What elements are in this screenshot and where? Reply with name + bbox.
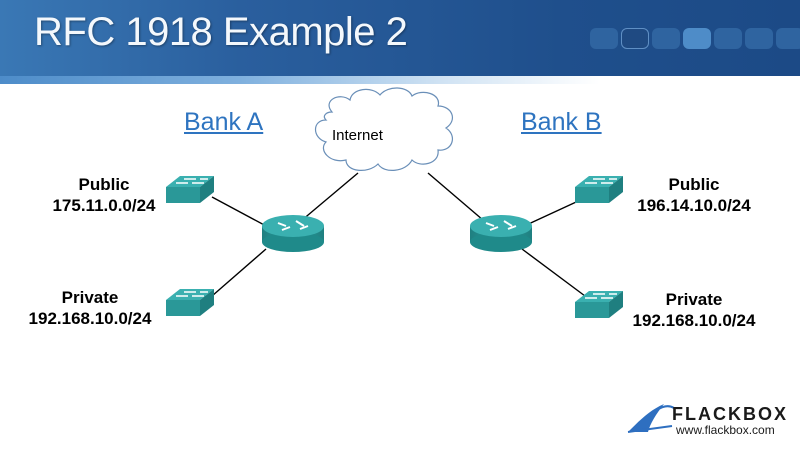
link-router-a-public-switch xyxy=(211,196,269,228)
bank-b-public-subnet: 196.14.10.0/24 xyxy=(637,196,751,215)
switch-b-private-icon xyxy=(575,291,623,318)
nav-tile xyxy=(714,28,742,49)
bank-b-label: Bank B xyxy=(521,108,602,136)
slide-nav-decoration xyxy=(590,28,800,49)
slide-title: RFC 1918 Example 2 xyxy=(34,10,408,54)
header-accent-strip xyxy=(0,76,800,84)
nav-tile xyxy=(776,28,800,49)
bank-b-private-heading: Private xyxy=(665,290,723,309)
bank-b-public-heading: Public xyxy=(668,175,720,194)
nav-tile xyxy=(683,28,711,49)
internet-cloud-icon xyxy=(314,87,454,171)
link-router-a-private-switch xyxy=(211,248,267,297)
bank-b-private-label: Private 192.168.10.0/24 xyxy=(624,289,764,331)
nav-tile xyxy=(745,28,773,49)
link-cloud-router-b xyxy=(427,172,491,227)
bank-a-public-heading: Public xyxy=(78,175,130,194)
bank-a-private-subnet: 192.168.10.0/24 xyxy=(28,309,152,328)
bank-a-public-label: Public 175.11.0.0/24 xyxy=(34,174,174,216)
logo-url: www.flackbox.com xyxy=(676,423,775,437)
flackbox-logo-icon xyxy=(627,404,675,433)
switch-b-public-icon xyxy=(575,176,623,203)
logo-name: FLACKBOX xyxy=(672,404,788,424)
bank-a-public-subnet: 175.11.0.0/24 xyxy=(52,196,156,215)
bank-b-public-label: Public 196.14.10.0/24 xyxy=(624,174,764,216)
bank-a-label: Bank A xyxy=(184,108,264,136)
router-b-icon xyxy=(470,215,532,252)
router-a-icon xyxy=(262,215,324,252)
nav-tile xyxy=(652,28,680,49)
internet-label: Internet xyxy=(332,127,383,144)
link-router-b-private-switch xyxy=(521,248,586,297)
switch-a-private-icon xyxy=(166,289,214,316)
bank-a-private-label: Private 192.168.10.0/24 xyxy=(20,287,160,329)
bank-b-private-subnet: 192.168.10.0/24 xyxy=(632,311,756,330)
nav-tile xyxy=(590,28,618,49)
bank-a-private-heading: Private xyxy=(61,288,119,307)
nav-tile xyxy=(621,28,649,49)
switch-a-public-icon xyxy=(166,176,214,203)
